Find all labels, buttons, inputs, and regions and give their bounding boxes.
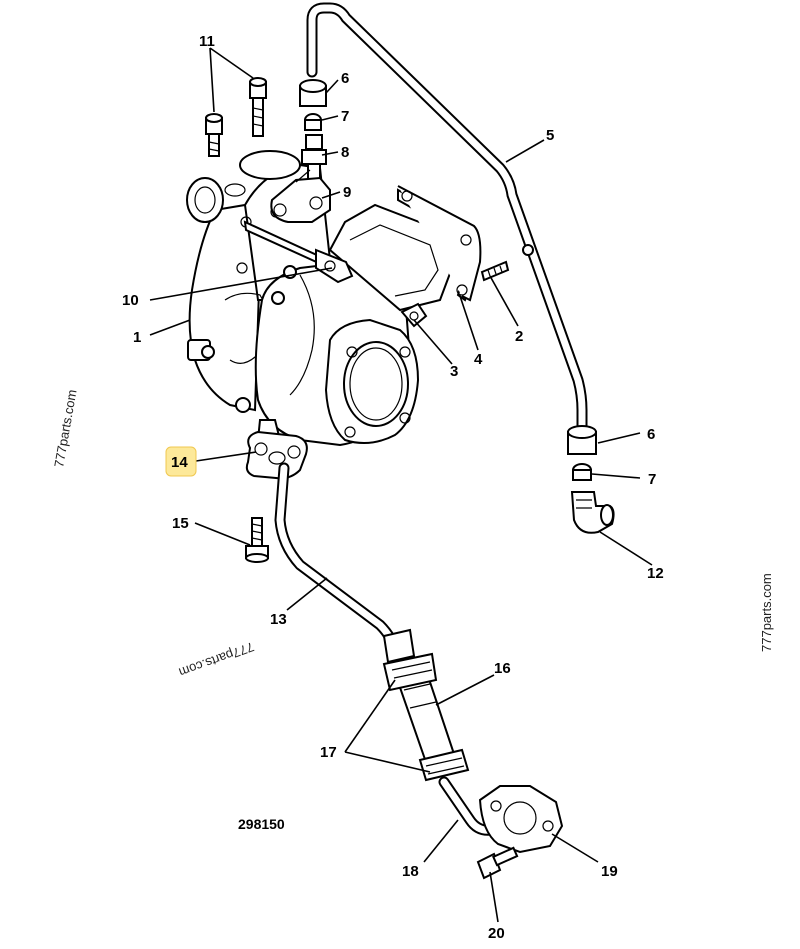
bracket-10 — [243, 220, 354, 284]
callout-9: 9 — [343, 184, 351, 201]
oil-feed-pipe — [306, 2, 588, 436]
stud-2 — [480, 244, 534, 282]
callout-6-top: 6 — [341, 70, 349, 87]
callout-15: 15 — [172, 515, 189, 532]
oil-drain-pipe — [274, 462, 416, 664]
turbocharger-assembly — [186, 150, 457, 447]
callout-7-top: 7 — [341, 108, 349, 125]
reference-number: 298150 — [238, 816, 285, 832]
callout-5: 5 — [546, 127, 554, 144]
callout-labels: 11 6 7 8 9 5 10 1 2 4 3 6 7 12 14 15 13 … — [122, 33, 664, 942]
callout-8: 8 — [341, 144, 349, 161]
callout-3: 3 — [450, 363, 458, 380]
union-nut-6-top — [299, 79, 327, 107]
callout-16: 16 — [494, 660, 511, 677]
watermark-left: 777parts.com — [51, 388, 79, 468]
callout-12: 12 — [647, 565, 664, 582]
bolt-15 — [245, 517, 269, 563]
elbow-12 — [570, 491, 615, 534]
bolt-20 — [476, 846, 519, 880]
callout-7-lower: 7 — [648, 471, 656, 488]
callout-2: 2 — [515, 328, 523, 345]
callout-17: 17 — [320, 744, 337, 761]
callout-14: 14 — [171, 454, 188, 471]
hose-clip-17-lower — [418, 748, 470, 782]
watermark-center: 777parts.com — [177, 639, 256, 680]
callout-13: 13 — [270, 611, 287, 628]
bolt-11-left — [205, 113, 223, 157]
olive-7-lower — [572, 463, 592, 481]
callout-6-lower: 6 — [647, 426, 655, 443]
highlight-box-14 — [165, 446, 197, 477]
bracket-9 — [270, 169, 331, 223]
callout-10: 10 — [122, 292, 139, 309]
union-nut-6-lower — [567, 425, 597, 455]
callout-1: 1 — [133, 329, 141, 346]
callout-18: 18 — [402, 863, 419, 880]
gasket-flange — [397, 185, 482, 302]
gasket-14 — [245, 430, 308, 480]
hose-clip-17-upper — [382, 652, 438, 692]
olive-7-top — [304, 113, 322, 131]
callout-20: 20 — [488, 925, 505, 942]
callout-19: 19 — [601, 863, 618, 880]
watermarks: 777parts.com 777parts.com 777parts.com — [51, 388, 774, 680]
leader-lines — [149, 47, 653, 923]
flange-19 — [478, 785, 564, 854]
watermark-right: 777parts.com — [759, 573, 774, 652]
bolt-11-right — [249, 77, 267, 137]
callout-11: 11 — [199, 33, 215, 50]
callout-4: 4 — [474, 351, 483, 368]
